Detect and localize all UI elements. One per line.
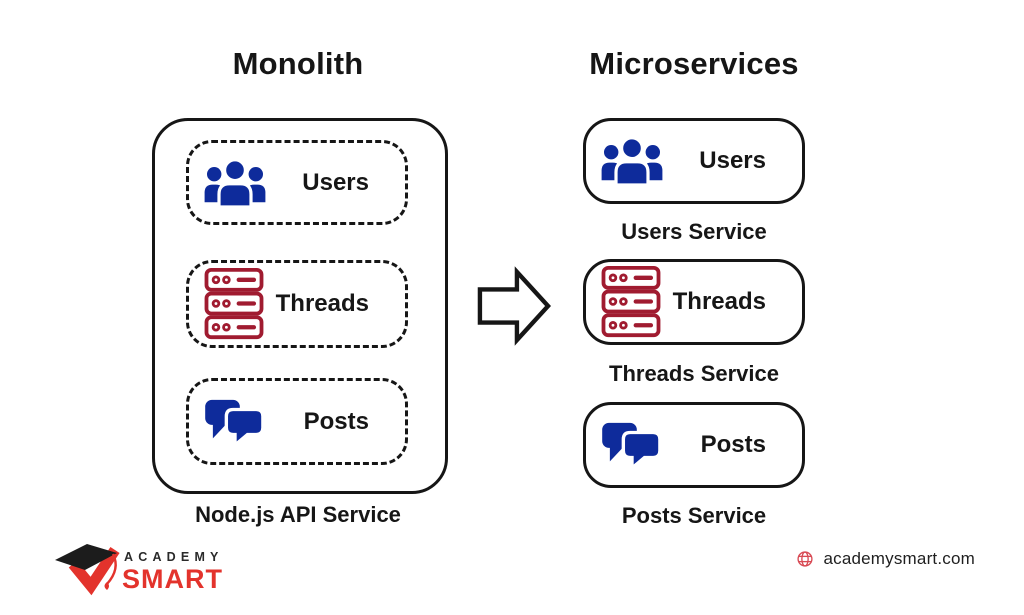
service-caption-posts: Posts Service (621, 503, 767, 528)
chat-icon (602, 422, 662, 470)
monolith-caption: Node.js API Service (195, 502, 401, 527)
monolith-container: Users Threads (152, 118, 448, 494)
users-icon (601, 137, 663, 185)
service-caption-threads: Threads Service (609, 361, 779, 386)
service-box-posts: Posts (583, 402, 805, 488)
server-icon (601, 265, 661, 338)
microservices-title: Microservices (589, 46, 799, 81)
academy-smart-logo: ACADEMY SMART (53, 540, 238, 602)
service-box-users: Users (583, 118, 805, 204)
module-label: Threads (275, 290, 369, 317)
monolith-module-users: Users (186, 140, 408, 225)
website-row: academysmart.com (796, 549, 975, 569)
logo-smart-text: SMART (122, 564, 223, 594)
graduation-cap-icon (55, 544, 117, 570)
module-label: Posts (303, 407, 369, 435)
monolith-title: Monolith (232, 46, 364, 81)
logo-tassel-shape (106, 553, 117, 585)
logo-academy-text: ACADEMY (124, 550, 224, 564)
server-icon (204, 267, 264, 340)
chat-icon (205, 399, 265, 447)
users-icon (204, 158, 266, 207)
right-arrow-icon (477, 266, 552, 346)
monolith-module-threads: Threads (186, 260, 408, 348)
service-label: Users (699, 147, 766, 174)
website-url: academysmart.com (823, 549, 975, 568)
monolith-module-posts: Posts (186, 378, 408, 465)
globe-icon (797, 551, 814, 567)
service-label: Posts (700, 431, 766, 458)
service-box-threads: Threads (583, 259, 805, 345)
logo-check-shape (68, 546, 120, 596)
service-caption-users: Users Service (621, 219, 767, 244)
module-label: Users (302, 168, 369, 196)
service-label: Threads (672, 288, 766, 315)
